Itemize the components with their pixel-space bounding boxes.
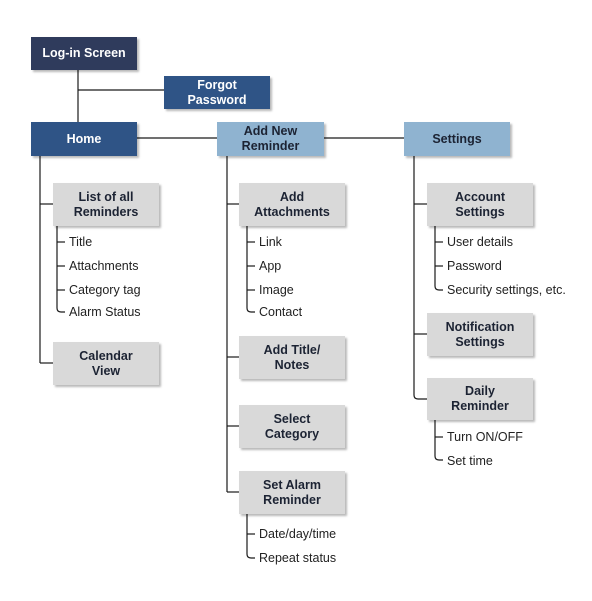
connector-list-items bbox=[56, 226, 65, 313]
node-add-title-notes: Add Title/ Notes bbox=[239, 336, 345, 379]
connector-attach-items bbox=[246, 226, 255, 313]
item-image: Image bbox=[259, 283, 294, 297]
node-set-alarm-reminder: Set Alarm Reminder bbox=[239, 471, 345, 514]
node-login-screen: Log-in Screen bbox=[31, 37, 137, 70]
node-notification-settings: Notification Settings bbox=[427, 313, 533, 356]
node-account-settings: Account Settings bbox=[427, 183, 533, 226]
item-contact: Contact bbox=[259, 305, 303, 319]
node-settings: Settings bbox=[404, 122, 510, 156]
item-repeat-status: Repeat status bbox=[259, 551, 337, 565]
node-add-attachments: Add Attachments bbox=[239, 183, 345, 226]
item-category-tag: Category tag bbox=[69, 283, 141, 297]
item-date-day-time: Date/day/time bbox=[259, 527, 337, 541]
node-add-new-reminder: Add New Reminder bbox=[217, 122, 324, 156]
item-security-settings: Security settings, etc. bbox=[447, 283, 566, 297]
connector-daily-items bbox=[434, 420, 443, 461]
connector-account-items bbox=[434, 226, 443, 291]
node-select-category: Select Category bbox=[239, 405, 345, 448]
node-home: Home bbox=[31, 122, 137, 156]
item-turn-on-off: Turn ON/OFF bbox=[447, 430, 523, 444]
connector-alarm-items bbox=[246, 514, 255, 559]
item-password: Password bbox=[447, 259, 502, 273]
node-calendar-view: Calendar View bbox=[53, 342, 159, 385]
item-title: Title bbox=[69, 235, 93, 249]
item-app: App bbox=[259, 259, 282, 273]
item-user-details: User details bbox=[447, 235, 513, 249]
item-alarm-status: Alarm Status bbox=[69, 305, 141, 319]
item-link: Link bbox=[259, 235, 282, 249]
node-daily-reminder: Daily Reminder bbox=[427, 378, 533, 420]
item-set-time: Set time bbox=[447, 454, 493, 468]
node-forgot-password: Forgot Password bbox=[164, 76, 270, 109]
connector-settings-column bbox=[413, 156, 427, 400]
item-attachments: Attachments bbox=[69, 259, 139, 273]
node-list-of-all-reminders: List of all Reminders bbox=[53, 183, 159, 226]
